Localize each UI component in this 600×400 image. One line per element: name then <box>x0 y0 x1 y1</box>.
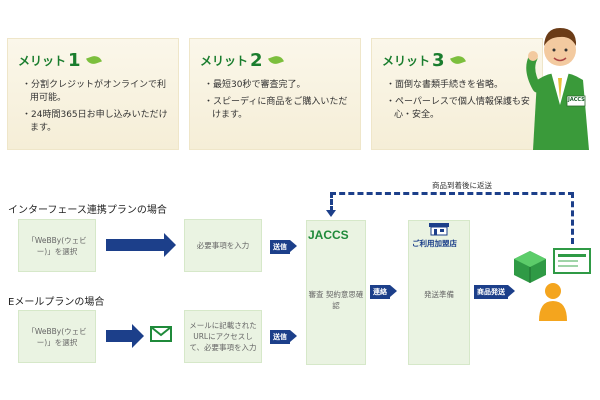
right-arrow-icon <box>106 324 144 348</box>
merit-card-2: メリット 2 最短30秒で審査完了。 スピーディに商品をご購入いただけます。 <box>189 38 361 150</box>
mascot-illustration <box>526 28 589 150</box>
store-icon <box>429 223 449 236</box>
merit-point: 最短30秒で審査完了。 <box>204 79 352 92</box>
merit-title: メリット <box>18 53 67 68</box>
return-path <box>571 192 574 244</box>
merit-point: 面倒な書類手続きを省略。 <box>386 79 534 92</box>
leaf-icon <box>449 53 466 67</box>
merit-title: メリット <box>200 53 249 68</box>
merit-point: ペーパーレスで個人情報保護も安心・安全。 <box>386 96 534 122</box>
jaccs-review-box: 審査 契約意思確認 <box>306 220 366 365</box>
merit-card-3: メリット 3 面倒な書類手続きを省略。 ペーパーレスで個人情報保護も安心・安全。 <box>371 38 543 150</box>
store-box: 発送準備 <box>408 220 470 365</box>
merit-card-1: メリット 1 分割クレジットがオンラインで利用可能。 24時間365日お申し込み… <box>7 38 179 150</box>
merit-title: メリット <box>382 53 431 68</box>
ship-goods-tag: 商品発送 <box>474 285 515 299</box>
down-arrow-icon <box>326 210 336 217</box>
store-label: ご利用加盟店 <box>412 239 457 248</box>
input-required-box: 必要事項を入力 <box>184 219 262 272</box>
merit-point: 分割クレジットがオンラインで利用可能。 <box>22 79 170 105</box>
contact-tag: 連絡 <box>370 285 397 299</box>
plan-email-label: Eメールプランの場合 <box>8 297 105 308</box>
merit-number: 2 <box>250 49 263 71</box>
mail-icon <box>150 326 172 342</box>
send-tag: 送信 <box>270 240 297 254</box>
merit-point: スピーディに商品をご購入いただけます。 <box>204 96 352 122</box>
jaccs-logo: JACCS <box>308 228 349 242</box>
customer-illustration <box>514 248 591 321</box>
merit-number: 1 <box>68 49 81 71</box>
mascot-badge: JACCS <box>568 97 585 103</box>
return-path <box>330 192 574 195</box>
plan-interface-label: インターフェース連携プランの場合 <box>8 205 167 216</box>
email-access-box: メールに記載されたURLにアクセスして、必要事項を入力 <box>184 310 262 363</box>
leaf-icon <box>267 53 284 67</box>
leaf-icon <box>85 53 102 67</box>
right-arrow-icon <box>106 233 176 257</box>
select-webby-box: 「WeBBy(ウェビー)」を選択 <box>18 219 96 272</box>
merit-number: 3 <box>432 49 445 71</box>
ship-prep-text: 発送準備 <box>424 290 454 299</box>
send-tag: 送信 <box>270 330 297 344</box>
review-text: 審査 契約意思確認 <box>308 290 364 310</box>
return-label: 商品到着後に返送 <box>432 181 492 190</box>
return-path <box>330 192 333 212</box>
select-webby-box: 「WeBBy(ウェビー)」を選択 <box>18 310 96 363</box>
merit-point: 24時間365日お申し込みいただけます。 <box>22 109 170 135</box>
